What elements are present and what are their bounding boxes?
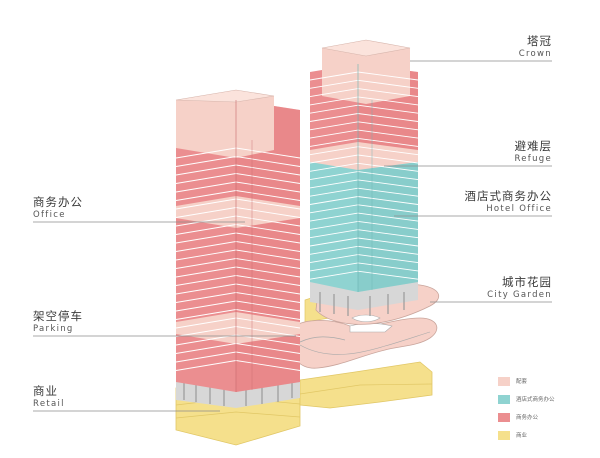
legend-item: 酒店式商务办公 [498, 391, 555, 407]
legend-swatch-support [498, 376, 510, 386]
label-retail-cn: 商业 [33, 384, 58, 398]
label-hotel-office-cn: 酒店式商务办公 [464, 189, 552, 203]
sky-bridge [289, 317, 438, 369]
legend-label: 酒店式商务办公 [516, 397, 555, 403]
legend-item: 商务办公 [498, 409, 555, 425]
label-office-cn: 商务办公 [33, 195, 83, 209]
label-hotel-office-en: Hotel Office [486, 204, 552, 214]
legend-item: 商业 [498, 427, 555, 443]
label-crown-cn: 塔冠 [527, 34, 552, 48]
legend: 配套 酒店式商务办公 商务办公 商业 [498, 373, 555, 445]
label-retail-en: Retail [33, 399, 65, 409]
label-parking-cn: 架空停车 [33, 309, 83, 323]
label-city-garden-cn: 城市花园 [502, 275, 552, 289]
legend-swatch-retail [498, 430, 510, 440]
label-city-garden-en: City Garden [487, 290, 552, 300]
legend-item: 配套 [498, 373, 555, 389]
label-crown-en: Crown [518, 49, 552, 59]
legend-label: 商业 [516, 433, 528, 439]
label-parking-en: Parking [33, 324, 74, 334]
label-refuge-en: Refuge [514, 154, 552, 164]
legend-swatch-office [498, 412, 510, 422]
label-office-en: Office [33, 210, 66, 220]
legend-swatch-hotel-office [498, 394, 510, 404]
right-tower [309, 39, 419, 316]
left-tower [175, 89, 301, 408]
leader-lines [33, 60, 552, 412]
legend-label: 配套 [516, 379, 528, 385]
legend-label: 商务办公 [516, 415, 539, 421]
label-refuge-cn: 避难层 [514, 139, 552, 153]
